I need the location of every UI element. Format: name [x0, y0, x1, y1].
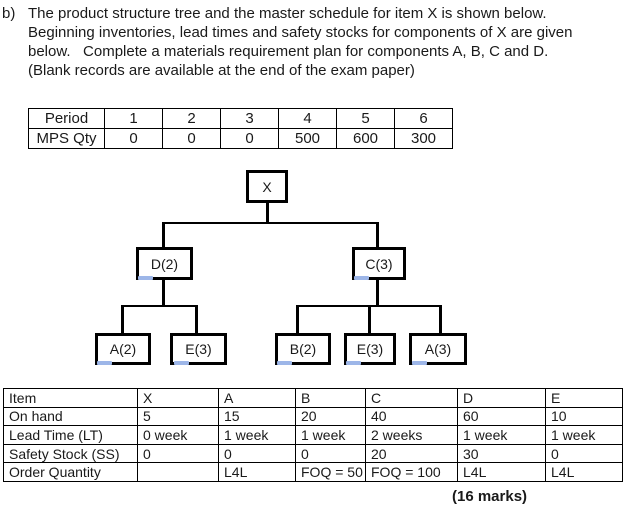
spellcheck-underline: [354, 276, 369, 280]
comp-cell: 20: [295, 406, 366, 427]
comp-header-cell: Item: [3, 388, 138, 408]
comp-cell: B: [295, 388, 366, 408]
marks-label: (16 marks): [452, 488, 528, 505]
table-row: On hand 5 15 20 40 60 10: [3, 406, 623, 427]
table-row: Lead Time (LT) 0 week 1 week 1 week 2 we…: [3, 425, 623, 445]
tree-node-x: X: [246, 170, 288, 203]
comp-cell: [137, 462, 219, 482]
connector-line: [162, 222, 165, 247]
connector-line: [376, 222, 379, 247]
spellcheck-underline: [173, 361, 189, 365]
comp-header-cell: Order Quantity: [3, 462, 138, 482]
tree-node-label: C(3): [365, 255, 393, 272]
comp-cell: 0: [218, 443, 296, 464]
comp-cell: 1 week: [545, 425, 623, 445]
table-row: Item X A B C D E: [3, 388, 623, 408]
connector-line: [266, 203, 269, 224]
question-line: below. Complete a materials requirement …: [28, 43, 549, 60]
tree-node-b2: B(2): [275, 333, 331, 365]
comp-cell: C: [365, 388, 458, 408]
mps-header-cell: MPS Qty: [28, 128, 105, 149]
tree-node-label: X: [262, 178, 272, 195]
mps-qty-cell: 300: [394, 128, 453, 149]
comp-cell: E: [545, 388, 623, 408]
spellcheck-underline: [137, 276, 153, 280]
comp-cell: 1 week: [218, 425, 296, 445]
connector-line: [195, 305, 198, 333]
tree-node-label: A(2): [109, 341, 137, 357]
tree-node-e3-left: E(3): [170, 333, 227, 365]
question-paragraph: b) The product structure tree and the ma…: [2, 4, 614, 80]
question-text: The product structure tree and the maste…: [28, 4, 614, 80]
tree-node-label: A(3): [424, 341, 452, 357]
table-row: Order Quantity L4L FOQ = 50 FOQ = 100 L4…: [3, 462, 623, 482]
comp-cell: D: [457, 388, 546, 408]
comp-cell: 0: [137, 443, 219, 464]
comp-cell: 40: [365, 406, 458, 427]
comp-cell: 0: [295, 443, 366, 464]
question-line: (Blank records are available at the end …: [28, 62, 415, 79]
comp-cell: 20: [365, 443, 458, 464]
comp-cell: 1 week: [295, 425, 366, 445]
comp-cell: L4L: [457, 462, 546, 482]
connector-line: [162, 280, 165, 307]
connector-line: [121, 305, 198, 307]
connector-line: [368, 305, 371, 333]
comp-cell: FOQ = 100: [365, 462, 458, 482]
product-structure-tree: X D(2) C(3) A(2) E(3) B(2) E(3) A(3): [95, 170, 467, 365]
mps-qty-cell: 0: [104, 128, 163, 149]
tree-node-d: D(2): [136, 247, 193, 280]
comp-cell: A: [218, 388, 296, 408]
component-data-table: Item X A B C D E On hand 5 15 20 40 60 1…: [3, 388, 623, 482]
connector-line: [121, 305, 124, 333]
mps-qty-cell: 500: [278, 128, 337, 149]
connector-line: [376, 280, 379, 307]
mps-qty-cell: 600: [336, 128, 395, 149]
question-line: The product structure tree and the maste…: [28, 5, 547, 22]
tree-node-label: E(3): [356, 341, 384, 357]
tree-node-label: E(3): [185, 341, 212, 357]
mps-header-cell: Period: [28, 108, 105, 129]
tree-node-a2: A(2): [95, 333, 151, 365]
table-row: Safety Stock (SS) 0 0 0 20 30 0: [3, 443, 623, 464]
comp-cell: X: [137, 388, 219, 408]
comp-cell: L4L: [545, 462, 623, 482]
comp-cell: 0: [545, 443, 623, 464]
comp-cell: FOQ = 50: [295, 462, 366, 482]
spellcheck-underline: [412, 361, 427, 365]
connector-line: [296, 305, 299, 333]
table-row: Period 1 2 3 4 5 6: [28, 108, 453, 129]
comp-cell: 10: [545, 406, 623, 427]
spellcheck-underline: [346, 361, 361, 365]
question-line: Beginning inventories, lead times and sa…: [28, 24, 573, 41]
comp-cell: 15: [218, 406, 296, 427]
connector-line: [162, 222, 379, 224]
spellcheck-underline: [277, 361, 292, 365]
connector-line: [439, 305, 442, 333]
tree-node-e3-right: E(3): [344, 333, 396, 365]
comp-header-cell: Safety Stock (SS): [3, 443, 138, 464]
comp-cell: 2 weeks: [365, 425, 458, 445]
question-label: b): [2, 5, 16, 22]
comp-header-cell: On hand: [3, 406, 138, 427]
tree-node-c: C(3): [352, 247, 406, 280]
comp-cell: 60: [457, 406, 546, 427]
comp-cell: 0 week: [137, 425, 219, 445]
comp-header-cell: Lead Time (LT): [3, 425, 138, 445]
table-row: MPS Qty 0 0 0 500 600 300: [28, 128, 453, 149]
tree-node-label: B(2): [289, 341, 317, 357]
tree-node-a3: A(3): [409, 333, 467, 365]
comp-cell: 30: [457, 443, 546, 464]
comp-cell: L4L: [218, 462, 296, 482]
comp-cell: 5: [137, 406, 219, 427]
comp-cell: 1 week: [457, 425, 546, 445]
spellcheck-underline: [97, 361, 112, 365]
mps-schedule-table: Period 1 2 3 4 5 6 MPS Qty 0 0 0 500 600…: [28, 108, 453, 149]
tree-node-label: D(2): [150, 255, 179, 272]
mps-qty-cell: 0: [220, 128, 279, 149]
